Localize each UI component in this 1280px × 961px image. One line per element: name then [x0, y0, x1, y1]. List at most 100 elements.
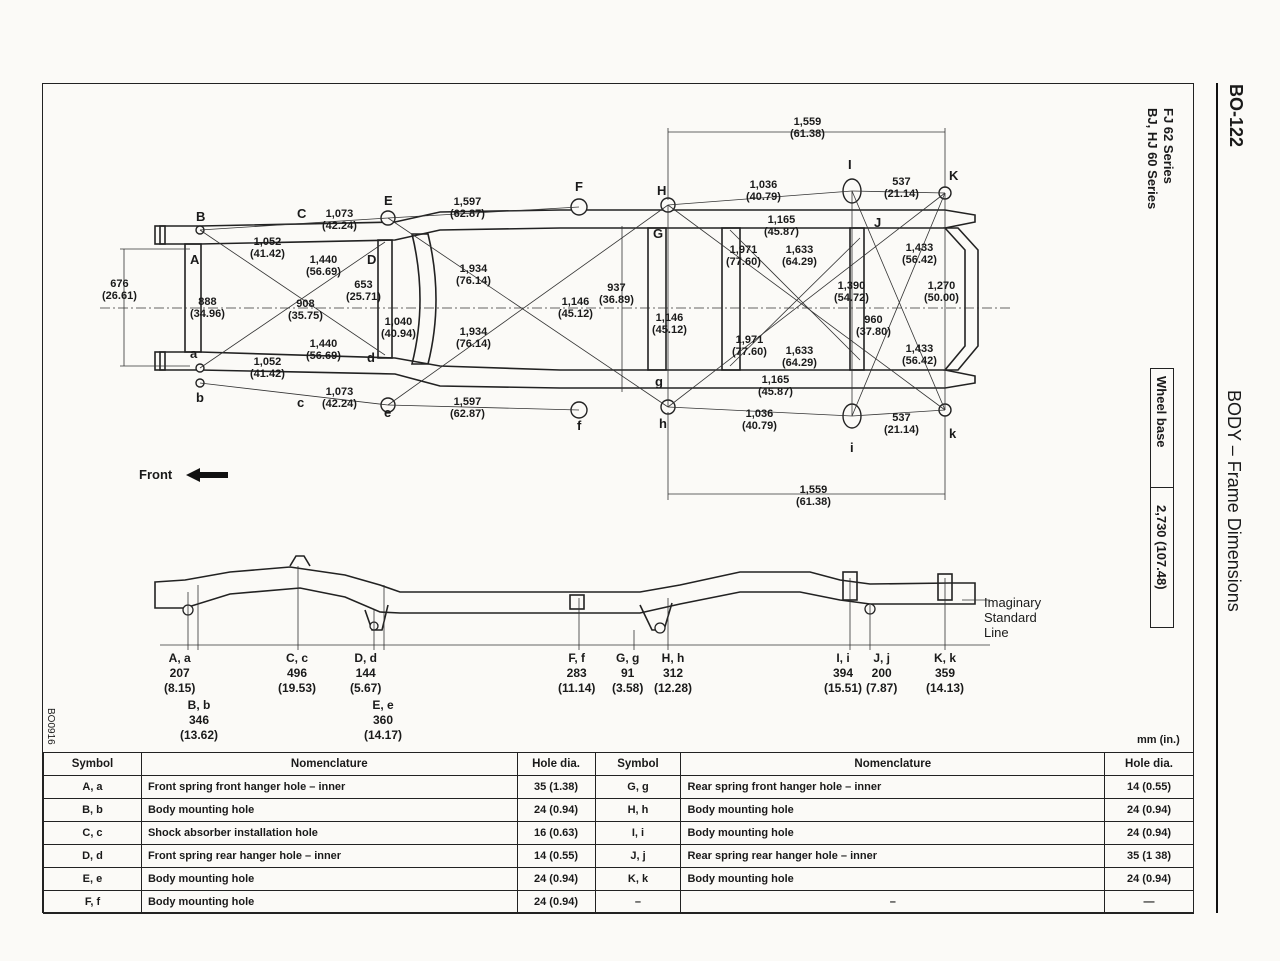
dim-1270: 1,270(50.00)	[924, 280, 959, 304]
dim-inch: (61.38)	[796, 496, 831, 508]
left-rail	[159, 209, 976, 245]
dim-1971-top: 1,971(77.60)	[726, 244, 761, 268]
point-H: H	[657, 183, 667, 198]
dim-value: 1,073	[325, 386, 354, 398]
dim-937: 937(36.89)	[599, 282, 634, 306]
table-cell: –	[594, 890, 682, 914]
dim-inch: (50.00)	[924, 292, 959, 304]
height-symbol: F, f	[568, 651, 586, 665]
point-J: J	[874, 215, 882, 230]
table-cell: —	[1104, 890, 1194, 914]
height-mm: 144	[355, 666, 376, 680]
table-cell: Body mounting hole	[140, 890, 518, 914]
dim-value: 1,934	[459, 263, 488, 275]
dim-inch: (40.79)	[746, 191, 781, 203]
table-cell: E, e	[43, 867, 142, 891]
dim-inch: (25.71)	[346, 291, 381, 303]
table-row: D, d Front spring rear hanger hole – inn…	[43, 844, 1194, 868]
dim-1597-bot: 1,597(62.87)	[450, 396, 485, 420]
table-cell: J, j	[594, 844, 682, 868]
dim-value: 676	[110, 278, 129, 290]
front-crossmember	[184, 243, 202, 353]
dim-value: 1,971	[729, 244, 758, 256]
dim-1559-top: 1,559(61.38)	[790, 116, 825, 140]
dim-value: 1,597	[453, 196, 482, 208]
table-cell: Rear spring front hanger hole – inner	[680, 775, 1106, 799]
point-A: A	[190, 252, 200, 267]
table-cell: 24 (0.94)	[1104, 867, 1194, 891]
table-cell: –	[680, 890, 1106, 914]
dim-value: 1,270	[927, 280, 956, 292]
dim-1165-top: 1,165(45.87)	[764, 214, 799, 238]
point-g: g	[655, 374, 663, 389]
dim-inch: (77.60)	[726, 256, 761, 268]
units-label: mm (in.)	[1137, 734, 1180, 746]
dim-value: 960	[864, 314, 883, 326]
dim-value: 1,597	[453, 396, 482, 408]
table-header-row: Symbol Nomenclature Hole dia. Symbol Nom…	[43, 752, 1194, 776]
front-label: Front	[139, 467, 173, 482]
table-cell: D, d	[43, 844, 142, 868]
dim-inch: (62.87)	[450, 208, 485, 220]
point-d: d	[367, 350, 375, 365]
point-e: e	[384, 405, 392, 420]
dim-inch: (76.14)	[456, 275, 491, 287]
table-cell: Body mounting hole	[680, 798, 1106, 822]
dim-value: 1,433	[905, 242, 934, 254]
dim-value: 1,040	[384, 316, 413, 328]
dim-value: 1,633	[785, 244, 814, 256]
point-c: c	[297, 395, 305, 410]
dim-inch: (45.87)	[758, 386, 793, 398]
table-row: B, b Body mounting hole 24 (0.94) H, h B…	[43, 798, 1194, 822]
point-a: a	[190, 346, 198, 361]
dim-1559-bot: 1,559(61.38)	[796, 484, 831, 508]
crossmember-4	[647, 227, 667, 371]
dim-inch: (56.42)	[902, 355, 937, 367]
height-mm: 200	[871, 666, 892, 680]
dim-value: 1,440	[309, 254, 338, 266]
table-cell: A, a	[43, 775, 142, 799]
height-in: (13.62)	[180, 728, 219, 742]
table-cell: Rear spring rear hanger hole – inner	[680, 844, 1106, 868]
side-frame	[154, 566, 976, 614]
height-symbol: D, d	[354, 651, 378, 665]
dim-value: 1,036	[749, 179, 778, 191]
dim-inch: (56.69)	[306, 266, 341, 278]
reference-line-label: Imaginary Standard Line	[984, 595, 1041, 640]
dim-value: 1,934	[459, 326, 488, 338]
ref-line-2: Standard	[984, 610, 1037, 625]
dim-value: 1,052	[253, 356, 282, 368]
hole-table: Symbol Nomenclature Hole dia. Symbol Nom…	[43, 752, 1194, 914]
height-in: (12.28)	[654, 681, 693, 695]
height-symbol: G, g	[616, 651, 640, 665]
height-in: (14.17)	[364, 728, 403, 742]
col-symbol: Symbol	[594, 752, 682, 776]
dim-value: 1,390	[837, 280, 866, 292]
dim-inch: (42.24)	[322, 220, 357, 232]
dim-960: 960(37.80)	[856, 314, 891, 338]
height-in: (5.67)	[350, 681, 382, 695]
dim-1433-top: 1,433(56.42)	[902, 242, 937, 266]
col-hole-dia: Hole dia.	[516, 752, 596, 776]
dim-inch: (40.79)	[742, 420, 777, 432]
height-mm: 346	[189, 713, 210, 727]
dim-inch: (45.87)	[764, 226, 799, 238]
height-symbol: C, c	[286, 651, 309, 665]
height-symbol: H, h	[661, 651, 685, 665]
height-mm: 359	[935, 666, 956, 680]
table-row: E, e Body mounting hole 24 (0.94) K, k B…	[43, 867, 1194, 891]
table-cell: 35 (1 38)	[1104, 844, 1194, 868]
crossmember-3	[410, 233, 437, 365]
table-cell: C, c	[43, 821, 142, 845]
dim-inch: (26.61)	[102, 290, 137, 302]
table-cell: 14 (0.55)	[1104, 775, 1194, 799]
dim-1036-bot: 1,036(40.79)	[742, 408, 777, 432]
point-k: k	[949, 426, 957, 441]
table-cell: K, k	[594, 867, 682, 891]
